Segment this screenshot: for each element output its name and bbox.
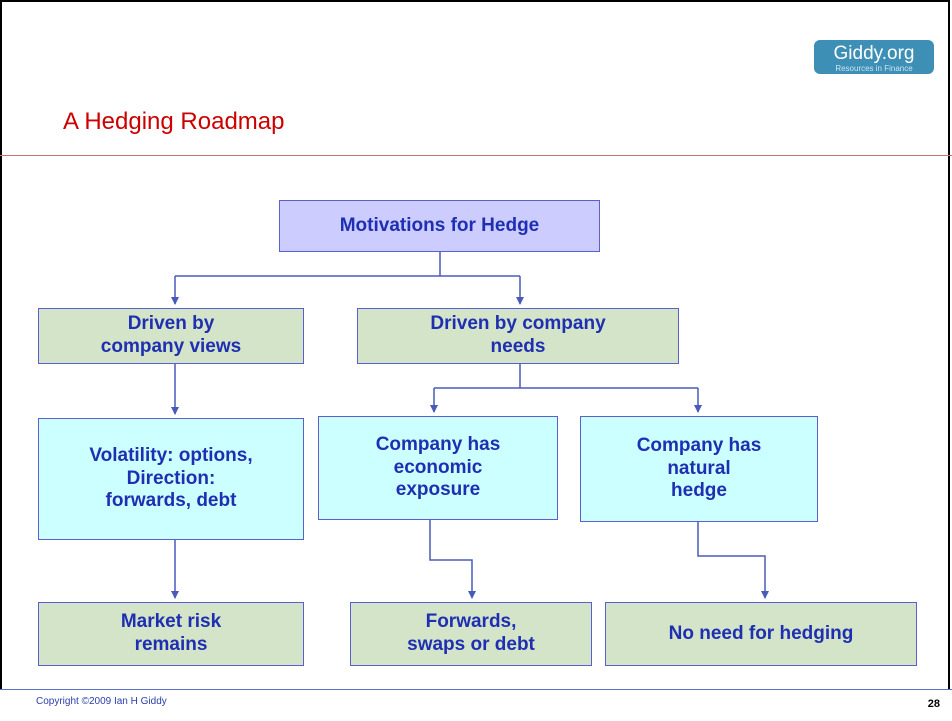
copyright-text: Copyright ©2009 Ian H Giddy (36, 696, 167, 707)
node-motivations: Motivations for Hedge (279, 200, 600, 252)
arrow-natural-to-no-need (697, 522, 769, 599)
title-divider (0, 155, 952, 156)
node-volatility-direction: Volatility: options, Direction: forwards… (38, 418, 304, 540)
node-driven-by-views: Driven by company views (38, 308, 304, 364)
node-forwards-swaps-debt: Forwards, swaps or debt (350, 602, 592, 666)
logo-main-text: Giddy.org (833, 43, 915, 64)
arrow-economic-to-forwards (429, 520, 476, 599)
page-number: 28 (927, 698, 940, 710)
node-no-need-hedging: No need for hedging (605, 602, 917, 666)
slide-title: A Hedging Roadmap (63, 108, 285, 135)
slide-frame (0, 0, 950, 690)
node-natural-hedge: Company has natural hedge (580, 416, 818, 522)
node-economic-exposure: Company has economic exposure (318, 416, 558, 520)
footer-divider (0, 689, 952, 690)
logo-sub-text: Resources in Finance (835, 64, 913, 73)
giddy-logo: Giddy.org Resources in Finance (814, 40, 934, 74)
node-driven-by-needs: Driven by company needs (357, 308, 679, 364)
node-market-risk: Market risk remains (38, 602, 304, 666)
